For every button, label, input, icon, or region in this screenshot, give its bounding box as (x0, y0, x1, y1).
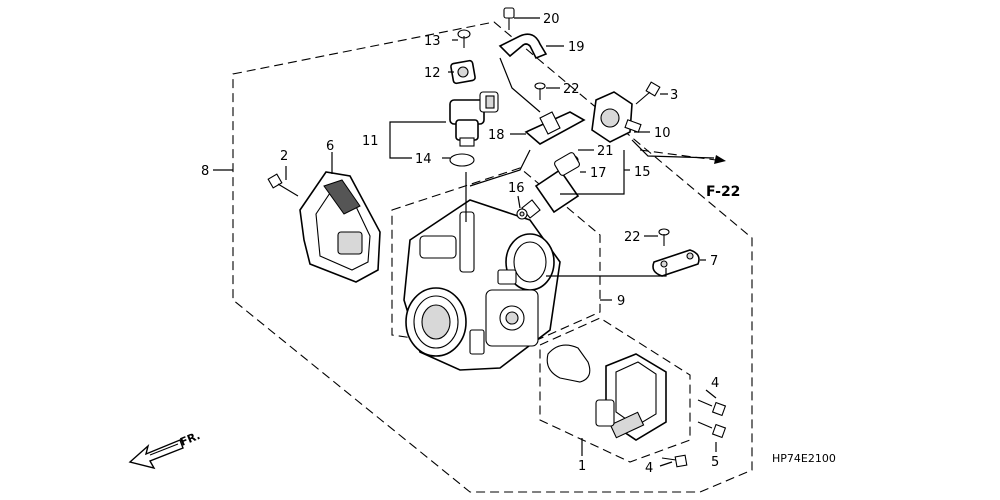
callout-22-upper: 22 (563, 82, 580, 97)
assembly-outline-1 (539, 317, 691, 463)
diagram-code: HP74E2100 (772, 452, 836, 465)
callout-12: 12 (424, 66, 441, 81)
cover-part-6 (299, 171, 381, 283)
throttle-body (403, 199, 561, 371)
bolt-part-4-upper (697, 399, 727, 417)
injector-part-17 (521, 152, 580, 219)
callout-10: 10 (654, 126, 671, 141)
reference-arrow (639, 149, 726, 164)
callout-8: 8 (201, 164, 209, 179)
callout-4-upper: 4 (711, 376, 719, 391)
callout-18: 18 (488, 128, 505, 143)
callout-19: 19 (568, 40, 585, 55)
bracket-part-18 (524, 111, 586, 145)
sensor-part-10 (591, 91, 642, 143)
assembly-outline-9 (391, 167, 601, 353)
callout-17: 17 (590, 166, 607, 181)
reference-code: F-22 (706, 184, 740, 200)
screw-part-22-lower (658, 228, 670, 246)
callout-14: 14 (415, 152, 432, 167)
clip-part-16 (516, 208, 528, 220)
front-arrow-icon (128, 439, 184, 470)
callout-21: 21 (597, 144, 614, 159)
callout-5: 5 (711, 455, 719, 470)
seal-part-12 (450, 59, 476, 85)
bolt-part-2 (267, 173, 299, 197)
clamp-part-19 (498, 33, 548, 60)
callout-3: 3 (670, 88, 678, 103)
callout-22-lower: 22 (624, 230, 641, 245)
gasket (546, 344, 591, 383)
bolt-part-5 (697, 421, 727, 439)
callout-20: 20 (543, 12, 560, 27)
front-label: FR. (178, 429, 202, 449)
sensor-part-11 (449, 91, 499, 147)
callout-4-lower: 4 (645, 461, 653, 476)
actuator-part-1 (595, 353, 667, 441)
bolt-part-3 (635, 81, 661, 105)
callout-2: 2 (280, 149, 288, 164)
o-ring-part-14 (449, 153, 475, 167)
callout-15: 15 (634, 165, 651, 180)
bolt-part-20 (503, 7, 515, 30)
screw-part-13 (457, 29, 471, 48)
plate-part-7 (652, 249, 700, 277)
callout-7: 7 (710, 254, 718, 269)
callout-6: 6 (326, 139, 334, 154)
leader-lines (213, 17, 717, 467)
callout-1: 1 (578, 459, 586, 474)
callout-9: 9 (617, 294, 625, 309)
callout-13: 13 (424, 34, 441, 49)
bolt-part-4-lower (661, 454, 688, 468)
callout-16: 16 (508, 181, 525, 196)
screw-part-22-upper (534, 82, 546, 100)
callout-11: 11 (362, 134, 379, 149)
